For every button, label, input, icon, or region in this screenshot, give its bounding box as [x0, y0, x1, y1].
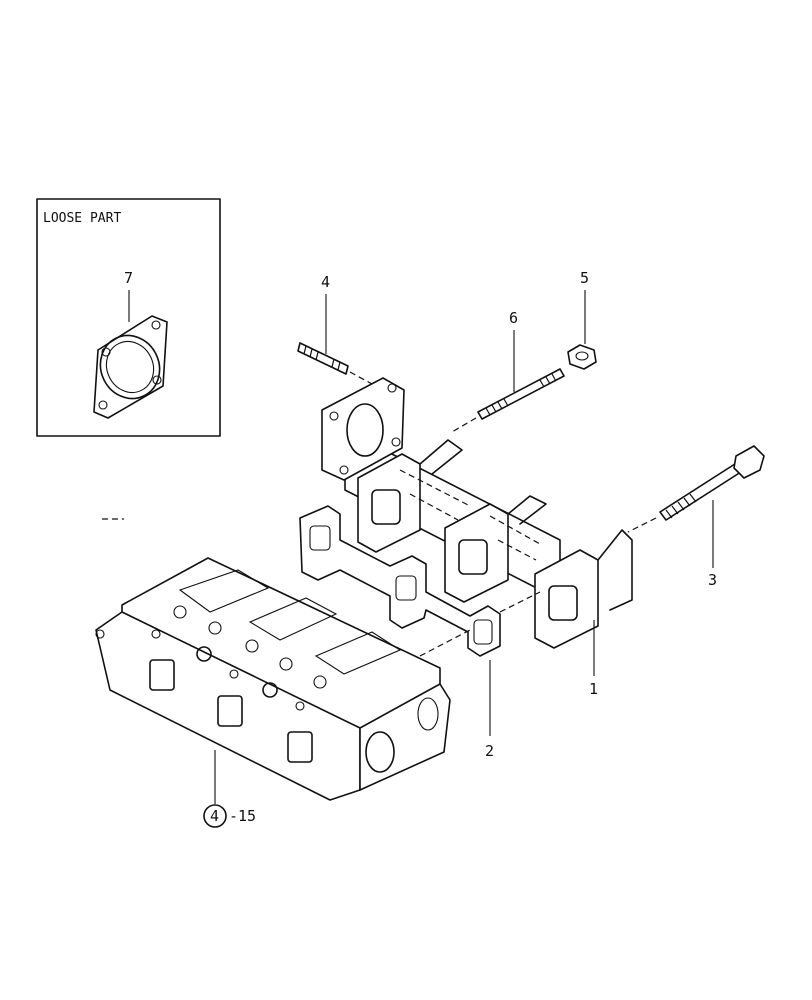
callout-1-label: 1 — [589, 680, 598, 698]
reference-suffix: -15 — [229, 807, 256, 825]
stud-part-4: 4 — [297, 273, 373, 385]
flange-gasket — [93, 315, 168, 419]
stud-icon — [297, 342, 349, 375]
callout-2-label: 2 — [485, 742, 494, 760]
reference-marker: 4 -15 — [203, 804, 256, 828]
bolt-icon — [659, 445, 765, 521]
cylinder-head — [95, 557, 451, 801]
stud-part-6: 6 — [451, 309, 565, 433]
loose-part-box: LOOSE PART 7 — [36, 198, 221, 437]
callout-5-label: 5 — [580, 269, 589, 287]
callout-4-label: 4 — [321, 273, 330, 291]
exhaust-manifold — [321, 377, 633, 649]
callout-6-label: 6 — [509, 309, 518, 327]
callout-3-label: 3 — [708, 571, 717, 589]
loose-part-title: LOOSE PART — [43, 211, 121, 226]
bolt-part-3: 3 — [627, 445, 765, 589]
nut-part-5: 5 — [567, 269, 597, 370]
manifold-gasket — [299, 505, 501, 657]
flange-nut-icon — [567, 344, 597, 370]
loose-part-frame — [36, 198, 221, 437]
long-stud-icon — [477, 368, 565, 420]
reference-circle — [203, 804, 227, 828]
callout-7-label: 7 — [124, 269, 133, 287]
reference-circle-label: 4 — [210, 807, 219, 825]
